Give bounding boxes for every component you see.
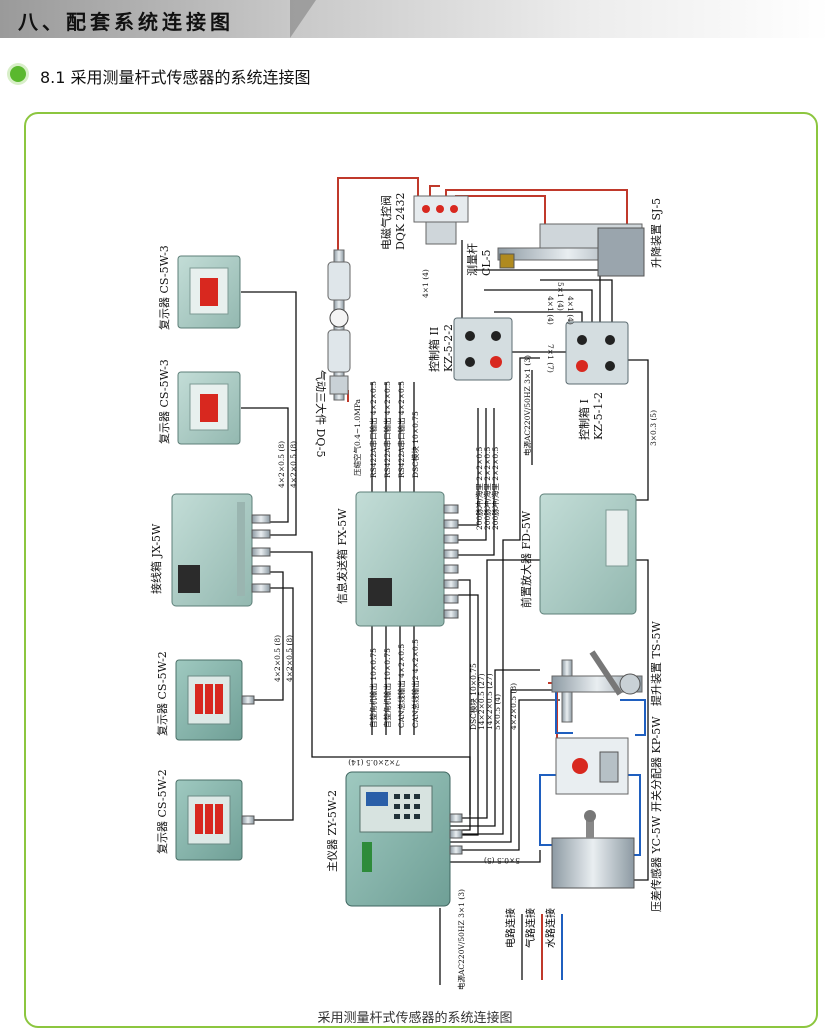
- label-jx5w: 接线箱 JX-5W: [149, 523, 163, 594]
- junction-box-jx5w: [171, 493, 271, 607]
- label-kz1-model: KZ-5-1-2: [592, 392, 605, 440]
- label-kz2-model: KZ-5-2-2: [442, 324, 455, 372]
- preamplifier-fd5w: [539, 493, 637, 615]
- cable-fx-top-3: RS422A串口输出 4×2×0.5: [396, 381, 406, 478]
- control-box-kz1: [565, 321, 629, 385]
- cable-fx-right-1: 200脉冲/海里 2×2×0.5: [474, 447, 484, 530]
- section-title: 8.1 采用测量杆式传感器的系统连接图: [40, 68, 311, 87]
- main-instrument-zy5w2: [345, 771, 463, 907]
- label-cs5w3-mid: 复示器 CS-5W-3: [157, 359, 171, 444]
- cable-jx-c: 4×2×0.5 (8): [273, 635, 282, 682]
- cable-fx-bot-2: 自整角机输出 10×0.75: [382, 648, 392, 728]
- cable-4x1c: 4×1 (4): [566, 296, 575, 325]
- lift-gear-ts5w: [551, 650, 643, 723]
- label-kp5w: 开关分配器 KP-5W: [649, 716, 663, 812]
- cable-3x03: 3×0.3 (5): [649, 410, 658, 446]
- page-title: 八、配套系统连接图: [18, 10, 234, 34]
- label-cs5w2-b: 复示器 CS-5W-2: [155, 769, 169, 854]
- cable-fx-top-1: RS422A串口输出 4×2×0.5: [368, 381, 378, 478]
- cable-zy-7: 5×0.5 (5): [484, 856, 520, 865]
- cable-fx-right-2: 200脉冲/海里 2×2×0.5: [482, 447, 492, 530]
- label-kz1: 控制箱 I: [577, 399, 591, 440]
- cable-fx-bot-3: CAN总线输出 4×2×0.5: [396, 644, 406, 728]
- diagram-caption: 采用测量杆式传感器的系统连接图: [317, 1011, 513, 1026]
- label-ts5w: 提升装置 TS-5W: [650, 621, 663, 706]
- legend: 电路连接 气路连接 水路连接: [504, 908, 563, 980]
- label-yc5w: 压差传感器 YC-5W: [649, 815, 663, 912]
- label-kz2: 控制箱 II: [427, 327, 441, 372]
- cable-fx-top-4: DSC模块 10×0.75: [410, 411, 420, 478]
- cable-7x1: 7×1 (7): [546, 344, 555, 373]
- cable-4x1: 4×1 (4): [421, 269, 430, 298]
- switch-distributor-kp5w: [555, 737, 629, 795]
- cable-jx-d: 4×2×0.5 (8): [285, 635, 294, 682]
- label-fx5w: 信息发送箱 FX-5W: [335, 508, 349, 604]
- display-cs5w3-mid: [177, 371, 241, 445]
- control-box-kz2: [453, 317, 513, 381]
- cable-zy-3: 14×2×0.5 (27): [485, 673, 494, 730]
- cable-zy-6: 7×2×0.5 (14): [348, 758, 400, 767]
- cable-jx-a: 4×2×0.5 (8): [277, 441, 286, 488]
- label-cs5w2-a: 复示器 CS-5W-2: [155, 651, 169, 736]
- pneumatic-unit-dq5: [327, 249, 351, 401]
- device-labels: 复示器 CS-5W-3 复示器 CS-5W-3 接线箱 JX-5W 复示器 CS…: [149, 192, 663, 912]
- cable-zy-1: DSC模块 10×0.75: [468, 663, 478, 730]
- label-dqk-model: DQK 2432: [394, 192, 407, 250]
- legend-electric: 电路连接: [504, 908, 517, 948]
- label-sj5: 升降装置 SJ-5: [649, 198, 663, 268]
- cable-zy-4: 5×0.5 (4): [493, 694, 502, 730]
- cable-air: 压缩空气0.4~1.0MPa: [352, 398, 362, 476]
- header-notch: [290, 0, 316, 38]
- cable-5x1: 5×1 (4): [556, 282, 565, 311]
- label-cs5w3-top: 复示器 CS-5W-3: [157, 245, 171, 330]
- legend-water: 水路连接: [544, 908, 557, 948]
- cable-4x1b: 4×1 (4): [546, 296, 555, 325]
- solenoid-valve-dqk: [413, 195, 469, 245]
- cable-power-top: 电源AC220V/50HZ 3×1 (3): [522, 355, 532, 456]
- cable-fx-bot-4: CAN总线输出2 4×2×0.5: [410, 639, 420, 728]
- cable-fx-top-2: RS422A串口输出 4×2×0.5: [382, 381, 392, 478]
- lift-device-sj5: [497, 223, 645, 277]
- cable-jx-b: 4×2×0.5 (8): [289, 441, 298, 488]
- legend-air: 气路连接: [524, 908, 537, 948]
- label-dqk: 电磁气控阀: [379, 195, 393, 250]
- label-dq5: 气动三大件 DQ-5: [314, 370, 328, 457]
- display-cs5w2-b: [175, 779, 255, 861]
- label-cl5-model: CL-5: [480, 250, 493, 276]
- cable-fx-right-3: 200脉冲/海里 2×2×0.5: [490, 447, 500, 530]
- cable-zy-2: 14×2×0.5 (27): [477, 673, 486, 730]
- electric-wires: [241, 240, 649, 985]
- cable-zy-power: 电源AC220V/50HZ 3×1 (3): [456, 889, 466, 990]
- pressure-sensor-yc5w: [551, 810, 635, 889]
- header-bar: [0, 0, 830, 38]
- section-bullet-icon: [10, 66, 26, 82]
- cable-labels: 4×1 (4) 4×1 (4) 5×1 (4) 4×1 (4) 7×1 (7) …: [273, 269, 658, 990]
- cable-fx-bot-1: 自整角机输出 10×0.75: [368, 648, 378, 728]
- label-zy5w2: 主仪器 ZY-5W-2: [326, 790, 339, 872]
- cable-zy-5: 4×2×0.5 (8): [509, 683, 518, 730]
- display-cs5w2-a: [175, 659, 255, 741]
- info-sender-fx5w: [355, 491, 459, 627]
- display-cs5w3-top: [177, 255, 241, 329]
- label-cl5: 测量杆: [465, 243, 479, 276]
- label-fd5w: 前置放大器 FD-5W: [519, 510, 533, 608]
